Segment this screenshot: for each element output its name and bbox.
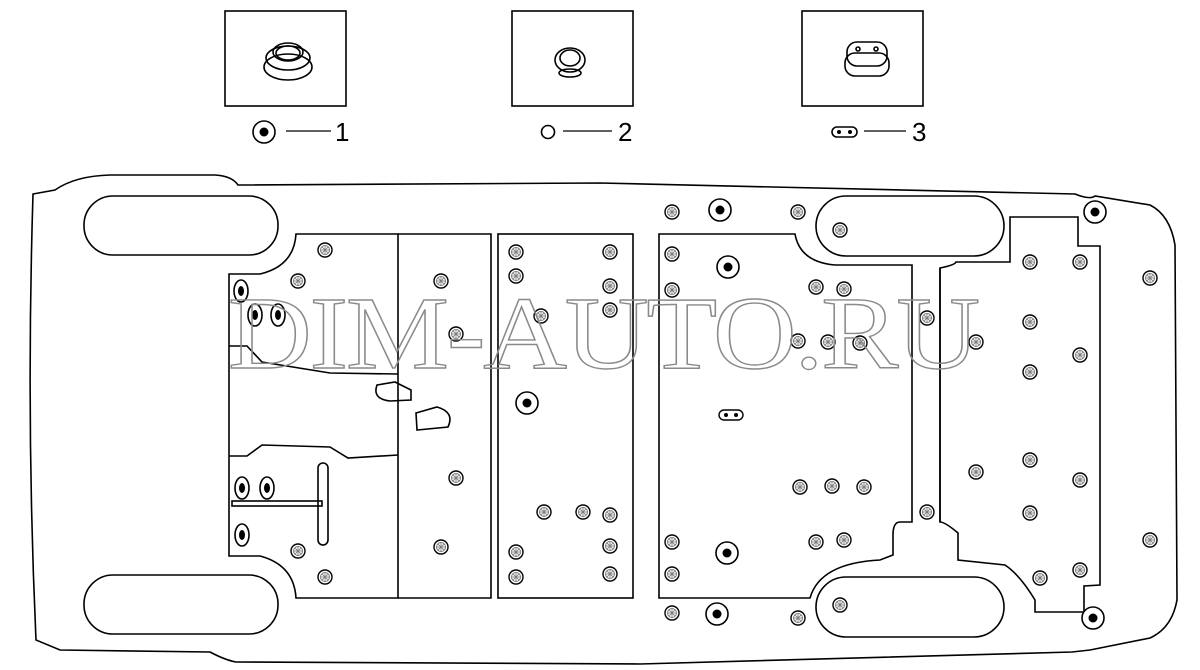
small-rosette-plug-icon [664,566,680,582]
small-rosette-plug-icon [820,334,836,350]
oval-grommet-marker-icon [233,279,249,303]
small-rosette-plug-icon [824,478,840,494]
small-rosette-plug-icon [533,308,549,324]
large-grommet-marker-icon [1083,200,1107,224]
oval-grommet-marker-icon [234,476,250,500]
plug-markers [233,198,1158,630]
small-rosette-plug-icon [1022,254,1038,270]
small-rosette-plug-icon [1072,254,1088,270]
small-rosette-plug-icon [602,566,618,582]
small-rosette-plug-icon [808,534,824,550]
front-floor-panel [228,233,451,599]
legend-label-3: 3 [912,117,926,147]
oval-grommet-marker-icon [234,523,250,547]
part-3-image-frame [801,10,924,107]
wheel-well-front-right [83,574,279,635]
small-rosette-plug-icon [536,504,552,520]
small-rosette-plug-icon [808,279,824,295]
small-rosette-plug-icon [1022,364,1038,380]
small-rosette-plug-icon [968,334,984,350]
legend-label-1: 1 [335,117,349,147]
small-rosette-plug-icon [290,543,306,559]
front-floor-panel-right [398,233,492,599]
small-rosette-plug-icon [832,597,848,613]
small-rosette-plug-icon [508,268,524,284]
oval-plug-icon [844,41,890,77]
small-rosette-plug-icon [448,326,464,342]
small-rosette-plug-icon [602,507,618,523]
small-rosette-plug-icon [1142,270,1158,286]
small-rosette-plug-icon [1032,570,1048,586]
small-rosette-plug-icon [602,244,618,260]
small-rosette-plug-icon [832,222,848,238]
trunk-floor-panel [939,216,1101,613]
small-rosette-plug-icon [664,282,680,298]
legend-label-2: 2 [618,117,632,147]
oval-grommet-marker-icon [247,303,263,327]
small-rosette-plug-icon [836,532,852,548]
watermark: DIM-AUTO.RU [228,275,978,390]
small-rosette-plug-icon [1022,505,1038,521]
small-rosette-plug-icon [508,544,524,560]
part-2-image-frame [511,10,634,107]
large-grommet-marker-icon [1081,606,1105,630]
small-rosette-plug-icon [790,204,806,220]
small-rosette-plug-icon [664,246,680,262]
floor-pan-outline [29,174,1178,665]
small-rosette-plug-icon [836,281,852,297]
small-rosette-plug-icon [919,310,935,326]
small-rosette-plug-icon [968,464,984,480]
small-rosette-plug-icon [790,610,806,626]
small-rosette-plug-icon [664,534,680,550]
wheel-well-front-left [83,195,279,256]
small-rosette-plug-icon [433,539,449,555]
wheel-well-rear-left [815,195,1005,257]
small-rosette-plug-icon [790,333,806,349]
large-grommet-icon [263,42,313,81]
small-rosette-plug-icon [290,273,306,289]
small-rosette-plug-icon [508,244,524,260]
wheel-well-rear-right [815,576,1005,638]
small-rosette-plug-icon [1072,472,1088,488]
small-rosette-plug-icon [664,605,680,621]
rosette-plug-icon [554,47,586,78]
small-rosette-plug-icon [856,479,872,495]
small-rosette-plug-icon [664,204,680,220]
rear-floor-panel [658,233,913,599]
twin-hole-plug-marker-icon [718,409,744,421]
small-rosette-plug-icon [317,242,333,258]
small-rosette-plug-icon [602,302,618,318]
legend-item-1: 1 [224,10,349,147]
small-rosette-plug-icon [1022,314,1038,330]
large-grommet-marker-icon [515,391,539,415]
legend-item-3: 3 [801,10,926,147]
center-tunnel-panel [497,233,634,599]
large-grommet-marker-icon [708,198,732,222]
small-rosette-plug-icon [575,504,591,520]
large-grommet-marker-icon [715,541,739,565]
small-rosette-plug-icon [602,278,618,294]
small-rosette-plug-icon [448,470,464,486]
small-rosette-plug-icon [919,504,935,520]
small-rosette-plug-icon [317,569,333,585]
small-rosette-plug-icon [602,538,618,554]
small-rosette-plug-icon [508,569,524,585]
small-rosette-plug-icon [1072,562,1088,578]
large-grommet-marker-icon [705,602,729,626]
small-rosette-plug-icon [852,335,868,351]
oval-grommet-marker-icon [259,476,275,500]
part-1-image-frame [224,10,347,107]
small-rosette-plug-icon [1072,347,1088,363]
small-rosette-plug-icon [1022,452,1038,468]
small-rosette-plug-icon [792,479,808,495]
legend-item-2: 2 [511,10,634,147]
large-grommet-marker-icon [716,255,740,279]
small-rosette-plug-icon [1142,532,1158,548]
small-rosette-plug-icon [433,273,449,289]
oval-grommet-marker-icon [270,303,286,327]
